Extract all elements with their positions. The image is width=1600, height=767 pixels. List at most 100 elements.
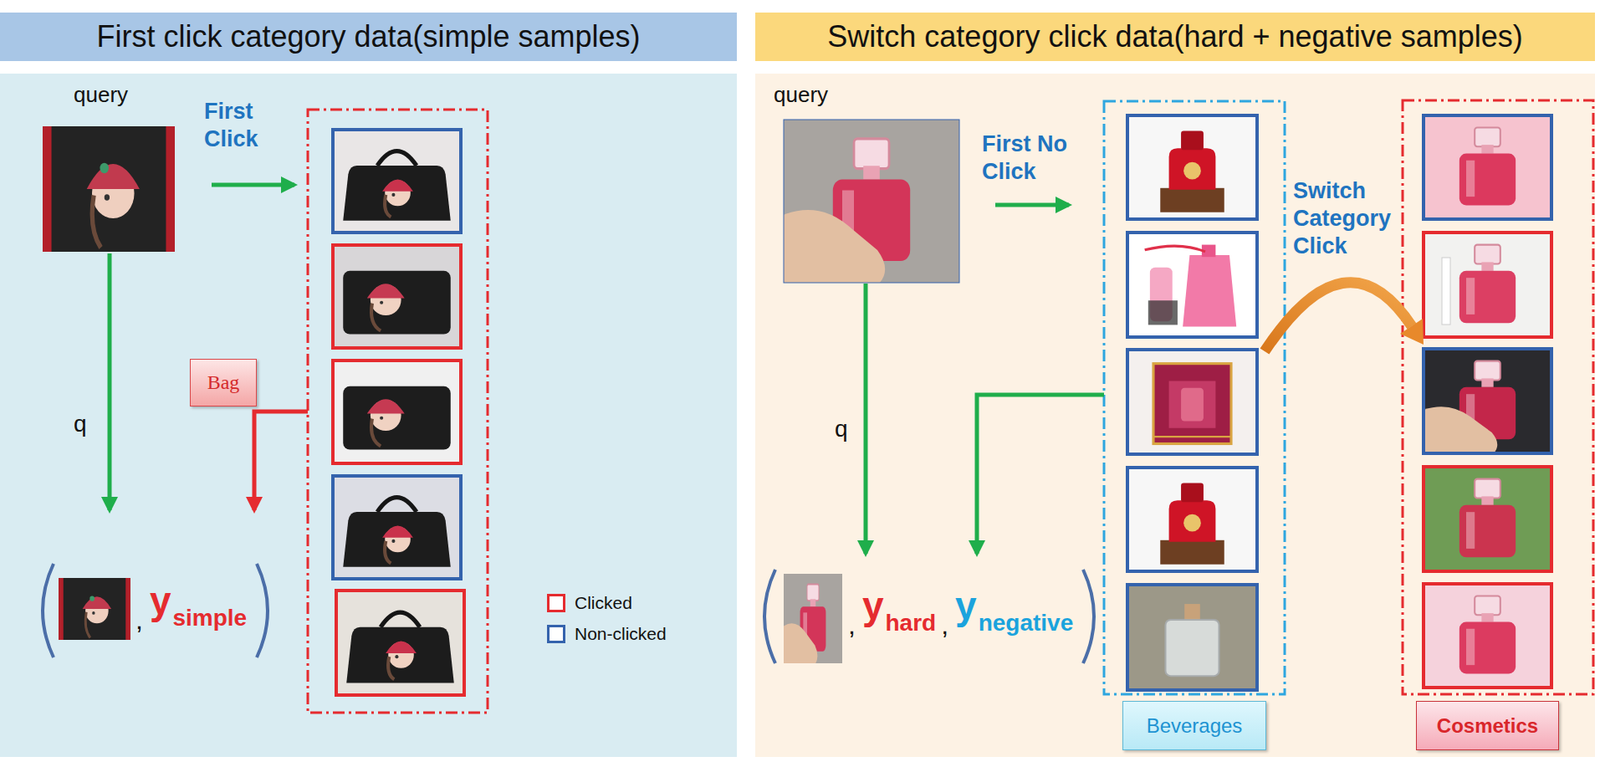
product-photo-part bbox=[342, 151, 451, 221]
product-photo bbox=[1423, 115, 1552, 220]
query-photo bbox=[42, 126, 175, 252]
product-photo bbox=[332, 129, 461, 233]
label-text: y bbox=[862, 582, 885, 629]
tuple-photo-part bbox=[58, 577, 131, 640]
legend-sample bbox=[546, 624, 566, 644]
product-photo bbox=[1423, 583, 1552, 688]
label-text: First Click bbox=[204, 97, 259, 154]
label-text: q bbox=[73, 409, 87, 439]
product-photo-part bbox=[332, 360, 461, 464]
product-photo-part bbox=[1127, 115, 1258, 220]
product-photo-part bbox=[1423, 583, 1552, 688]
panel-background-part bbox=[755, 73, 1595, 757]
product-photo-part bbox=[1423, 348, 1552, 454]
product-photo-part bbox=[1160, 131, 1224, 213]
box-label: Cosmetics bbox=[1436, 714, 1539, 738]
tuple-bracket bbox=[42, 563, 1094, 664]
product-photo-part bbox=[1127, 115, 1258, 220]
box-label: Beverages bbox=[1146, 714, 1243, 738]
label-text: query bbox=[773, 81, 829, 109]
label-text: First No Click bbox=[981, 130, 1076, 186]
product-photo-part bbox=[342, 386, 451, 450]
heading-text: Switch category click data(hard + negati… bbox=[827, 19, 1523, 55]
product-photo-part bbox=[342, 497, 451, 568]
product-photo-part bbox=[1459, 479, 1516, 558]
switch-arrow bbox=[1264, 282, 1424, 352]
label-text: y bbox=[955, 582, 977, 629]
query-photo-part bbox=[783, 119, 960, 283]
product-photo bbox=[1423, 232, 1552, 338]
label-text: , bbox=[135, 603, 144, 637]
product-photo-part bbox=[332, 475, 461, 579]
product-photo-part bbox=[1145, 245, 1238, 328]
panel: Switch category click data(hard + negati… bbox=[755, 12, 1595, 757]
label-text: , bbox=[940, 608, 949, 642]
product-photo bbox=[1127, 584, 1258, 691]
product-photo-part bbox=[1459, 245, 1516, 324]
product-photo-part bbox=[1423, 583, 1552, 688]
flow-arrow-part bbox=[976, 394, 1105, 554]
flow-arrow bbox=[109, 184, 1105, 554]
category-box: Cosmetics bbox=[1415, 700, 1560, 751]
product-photo-part bbox=[1127, 232, 1258, 338]
tuple-bracket-part bbox=[42, 563, 54, 658]
product-photo bbox=[1423, 466, 1552, 572]
category-box: Beverages bbox=[1122, 700, 1267, 751]
product-photo-part bbox=[1127, 349, 1258, 455]
switch-arrow-part bbox=[1400, 318, 1424, 345]
legend-sample bbox=[546, 593, 566, 613]
product-photo-part bbox=[1441, 257, 1451, 325]
flow-arrow-part bbox=[107, 253, 113, 511]
product-photo-part bbox=[1423, 232, 1552, 338]
panel: First click category data(simple samples… bbox=[0, 12, 737, 757]
tuple-bracket-part bbox=[1083, 569, 1094, 664]
heading-text: First click category data(simple samples… bbox=[96, 19, 640, 55]
product-photo bbox=[332, 245, 461, 348]
group-outline-part bbox=[1104, 101, 1285, 695]
flow-arrow-part bbox=[863, 283, 869, 554]
product-photo-part bbox=[1127, 349, 1258, 455]
product-photo-part bbox=[1127, 232, 1258, 338]
product-photo-part bbox=[1423, 115, 1552, 220]
tuple-bracket-part bbox=[764, 569, 776, 664]
product-photo bbox=[332, 475, 461, 579]
product-photo-part bbox=[1423, 115, 1552, 220]
product-photo-part bbox=[332, 475, 461, 579]
product-photo-part bbox=[1165, 603, 1219, 676]
panel-background-part bbox=[755, 12, 1595, 62]
label-text: q bbox=[834, 414, 849, 444]
product-photo-part bbox=[1423, 406, 1498, 454]
query-photo-part bbox=[42, 126, 175, 252]
tuple-photo-part bbox=[783, 623, 818, 664]
product-photo-part bbox=[336, 590, 465, 696]
product-photo-part bbox=[1153, 363, 1232, 445]
product-photo-part bbox=[336, 590, 465, 696]
panel-heading: Switch category click data(hard + negati… bbox=[755, 12, 1595, 62]
product-photo-part bbox=[1423, 466, 1552, 572]
product-photo bbox=[1127, 349, 1258, 455]
product-photo-part bbox=[332, 360, 461, 464]
group-outline-part bbox=[1402, 100, 1594, 695]
tuple-photo bbox=[58, 577, 131, 640]
product-photo-part bbox=[1423, 348, 1552, 454]
label-text: hard bbox=[884, 608, 936, 638]
product-photo-part bbox=[332, 245, 461, 348]
group-outline-part bbox=[307, 109, 488, 713]
tuple-photo bbox=[783, 573, 843, 664]
panel-background-part bbox=[0, 73, 737, 757]
query-photo-part bbox=[783, 209, 885, 283]
product-photo bbox=[332, 360, 461, 464]
panel-background bbox=[0, 12, 1595, 757]
flow-arrow-part bbox=[995, 203, 1069, 208]
label-text: simple bbox=[172, 603, 247, 633]
label-text: y bbox=[149, 577, 172, 624]
product-photo bbox=[1127, 232, 1258, 338]
legend-text: Clicked bbox=[574, 592, 633, 614]
product-photo-part bbox=[1459, 595, 1516, 674]
product-photo-part bbox=[332, 245, 461, 348]
product-photo-part bbox=[1459, 127, 1516, 205]
product-photo-part bbox=[346, 612, 455, 683]
group-outline bbox=[307, 100, 1594, 713]
